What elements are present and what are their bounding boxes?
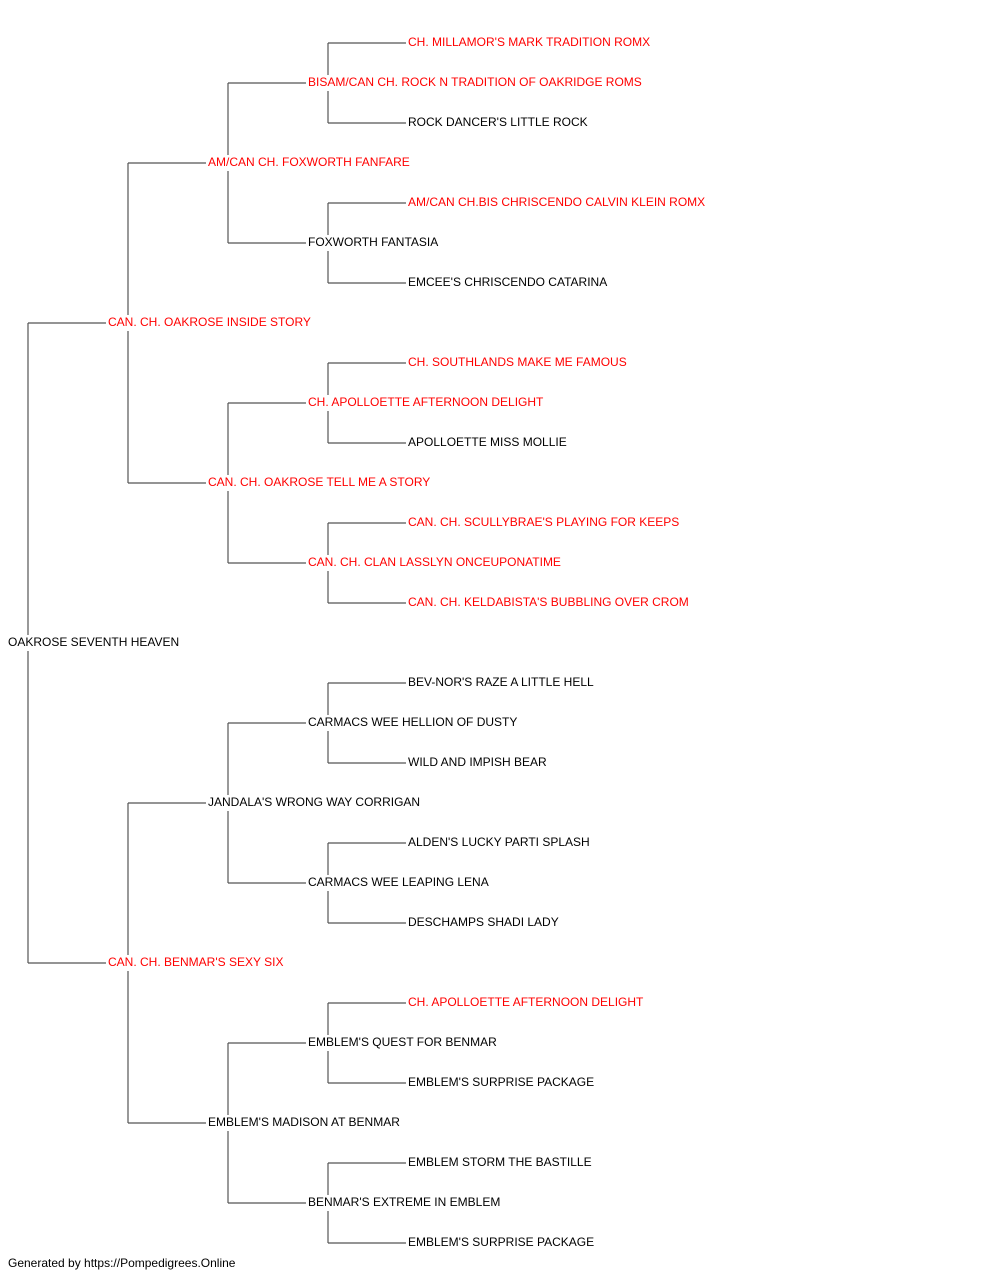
ancestor-name: DESCHAMPS SHADI LADY <box>408 915 559 929</box>
ancestor-name: FOXWORTH FANTASIA <box>308 235 438 249</box>
ancestor-name: EMBLEM'S SURPRISE PACKAGE <box>408 1075 594 1089</box>
ancestor-name: AM/CAN CH. FOXWORTH FANFARE <box>208 155 410 169</box>
ancestor-name: WILD AND IMPISH BEAR <box>408 755 547 769</box>
ancestor-name: CAN. CH. OAKROSE INSIDE STORY <box>108 315 311 329</box>
ancestor-name: CARMACS WEE HELLION OF DUSTY <box>308 715 517 729</box>
ancestor-name: AM/CAN CH.BIS CHRISCENDO CALVIN KLEIN RO… <box>408 195 705 209</box>
footer-credit: Generated by https://Pompedigrees.Online <box>8 1256 236 1270</box>
ancestor-name: EMBLEM'S QUEST FOR BENMAR <box>308 1035 497 1049</box>
ancestor-name: BISAM/CAN CH. ROCK N TRADITION OF OAKRID… <box>308 75 642 89</box>
ancestor-name: APOLLOETTE MISS MOLLIE <box>408 435 567 449</box>
ancestor-name: CAN. CH. SCULLYBRAE'S PLAYING FOR KEEPS <box>408 515 679 529</box>
ancestor-name: EMBLEM'S MADISON AT BENMAR <box>208 1115 400 1129</box>
ancestor-name: CAN. CH. BENMAR'S SEXY SIX <box>108 955 283 969</box>
ancestor-name: CAN. CH. CLAN LASSLYN ONCEUPONATIME <box>308 555 561 569</box>
ancestor-name: EMCEE'S CHRISCENDO CATARINA <box>408 275 607 289</box>
ancestor-name: CH. SOUTHLANDS MAKE ME FAMOUS <box>408 355 627 369</box>
pedigree-tree: OAKROSE SEVENTH HEAVEN CAN. CH. OAKROSE I… <box>8 35 705 1249</box>
ancestor-name: CH. APOLLOETTE AFTERNOON DELIGHT <box>308 395 544 409</box>
ancestor-name: EMBLEM STORM THE BASTILLE <box>408 1155 592 1169</box>
ancestor-name: CH. APOLLOETTE AFTERNOON DELIGHT <box>408 995 644 1009</box>
ancestor-name: BEV-NOR'S RAZE A LITTLE HELL <box>408 675 594 689</box>
ancestor-name: BENMAR'S EXTREME IN EMBLEM <box>308 1195 500 1209</box>
ancestor-name: CAN. CH. OAKROSE TELL ME A STORY <box>208 475 430 489</box>
ancestor-name: ROCK DANCER'S LITTLE ROCK <box>408 115 588 129</box>
subject-dog-name: OAKROSE SEVENTH HEAVEN <box>8 635 179 649</box>
ancestor-name: CARMACS WEE LEAPING LENA <box>308 875 489 889</box>
ancestor-name: JANDALA'S WRONG WAY CORRIGAN <box>208 795 420 809</box>
ancestor-name: CH. MILLAMOR'S MARK TRADITION ROMX <box>408 35 650 49</box>
ancestor-name: CAN. CH. KELDABISTA'S BUBBLING OVER CROM <box>408 595 689 609</box>
ancestor-name: ALDEN'S LUCKY PARTI SPLASH <box>408 835 590 849</box>
ancestor-name: EMBLEM'S SURPRISE PACKAGE <box>408 1235 594 1249</box>
